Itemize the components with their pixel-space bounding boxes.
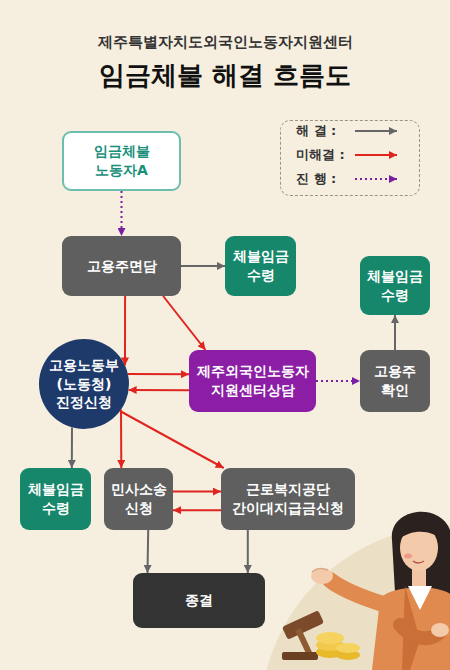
node-text: 제주외국인노동자 지원센터상담	[193, 362, 313, 400]
unresolved-arrow	[120, 410, 122, 468]
process-box: 고용주면담	[62, 236, 181, 296]
process-box: 민사소송 신청	[104, 468, 173, 530]
progress-arrow	[121, 191, 123, 236]
unresolved-arrow	[163, 296, 205, 350]
node-text: 민사소송 신청	[108, 480, 170, 518]
node-text: 고용주 확인	[365, 362, 425, 400]
legend-sample	[355, 154, 397, 156]
unresolved-arrow	[173, 509, 221, 511]
unresolved-arrow	[124, 296, 126, 366]
process-box: 고용주 확인	[360, 350, 430, 412]
unresolved-arrow	[173, 491, 221, 493]
node-text: 고용노동부 (노동청) 진정신청	[44, 356, 124, 413]
legend-text: 해 결 :	[296, 123, 336, 139]
resolved-arrow	[394, 315, 396, 350]
resolved-arrow	[147, 530, 150, 573]
end-box: 종결	[133, 573, 265, 628]
woman-illustration	[311, 512, 450, 670]
node-text: 고용주면담	[87, 257, 157, 276]
background-arc	[260, 525, 450, 670]
legend-text: 미해결 :	[296, 147, 345, 163]
process-circle: 고용노동부 (노동청) 진정신청	[39, 339, 129, 429]
node-text: 체불임금 수령	[230, 247, 292, 285]
node-text: 종결	[185, 591, 213, 610]
node-text: 체불임금 수령	[364, 267, 426, 305]
result-box: 체불임금 수령	[20, 468, 91, 530]
unresolved-arrow	[129, 389, 189, 391]
legend-text: 진 행 :	[296, 171, 336, 187]
result-box: 체불임금 수령	[360, 256, 430, 315]
legend-sample	[355, 130, 397, 132]
progress-arrow	[316, 380, 360, 382]
coins-symbol	[316, 632, 360, 660]
circle-fill	[39, 339, 129, 429]
resolved-arrow	[247, 530, 249, 573]
node-text: 임금체불 노동자A	[85, 142, 159, 180]
resolved-arrow	[71, 427, 73, 468]
diagram-title: 임금체불 해결 흐름도	[0, 58, 450, 93]
legend-sample	[355, 178, 397, 180]
unresolved-arrow	[120, 411, 224, 468]
process-box: 근로복지공단 간이대지급금신청	[221, 468, 355, 530]
resolved-arrow	[181, 265, 225, 267]
subtitle-label: 제주특별자치도외국인노동자지원센터	[0, 33, 450, 52]
node-text: 근로복지공단 간이대지급금신청	[226, 480, 350, 518]
node-text: 체불임금 수령	[25, 480, 87, 518]
unresolved-arrow	[128, 373, 189, 375]
process-box: 제주외국인노동자 지원센터상담	[189, 350, 316, 412]
result-box: 체불임금 수령	[225, 236, 296, 296]
start-box: 임금체불 노동자A	[62, 131, 181, 191]
